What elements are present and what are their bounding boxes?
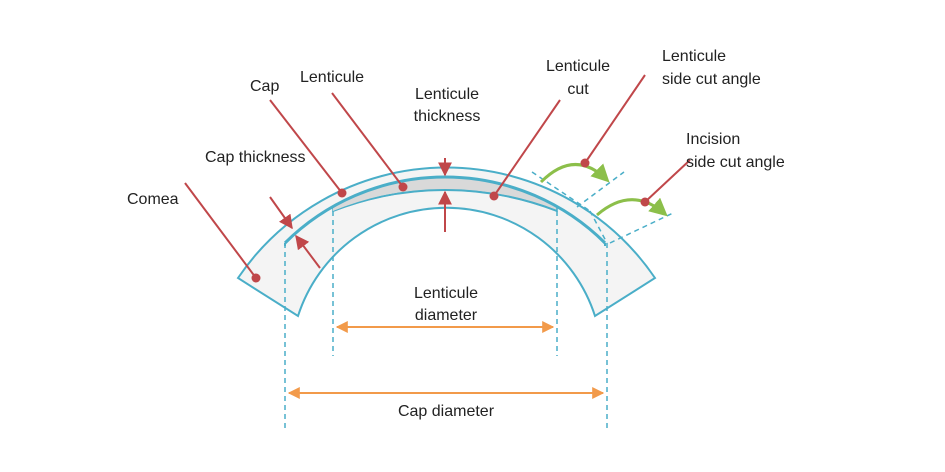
label-lenticule-cut-2: cut [567,81,589,98]
diameter-guides [284,171,674,432]
lenticule-body [332,188,558,212]
label-lenticule-cut-1: Lenticule [546,58,610,75]
label-lenticule-thickness-2: thickness [414,108,481,125]
incision-side-cut-angle-arc [596,197,668,217]
cap-thickness-arrow-in [269,196,293,230]
cap-cut-line [283,175,607,245]
label-lenticule-side-cut-angle-2: side cut angle [662,71,761,88]
label-lenticule-thickness-1: Lenticule [415,86,479,103]
label-cap-thickness: Cap thickness [205,149,306,166]
label-lenticule: Lenticule [300,69,364,86]
label-lenticule-diameter-1: Lenticule [414,285,478,302]
label-lenticule-side-cut-angle-1: Lenticule [662,48,726,65]
label-cap: Cap [250,78,279,95]
cap-thickness-arrow-out [295,234,321,269]
label-cap-diameter: Cap diameter [398,403,495,420]
lenticule-side-cut-angle-arc [539,163,610,184]
leader-lines [184,74,691,279]
label-incision-side-cut-angle-2: side cut angle [686,154,785,171]
label-lenticule-diameter-2: diameter [415,307,478,324]
label-cornea: Comea [127,191,179,208]
leader-dots [251,158,650,283]
label-incision-side-cut-angle-1: Incision [686,131,740,148]
